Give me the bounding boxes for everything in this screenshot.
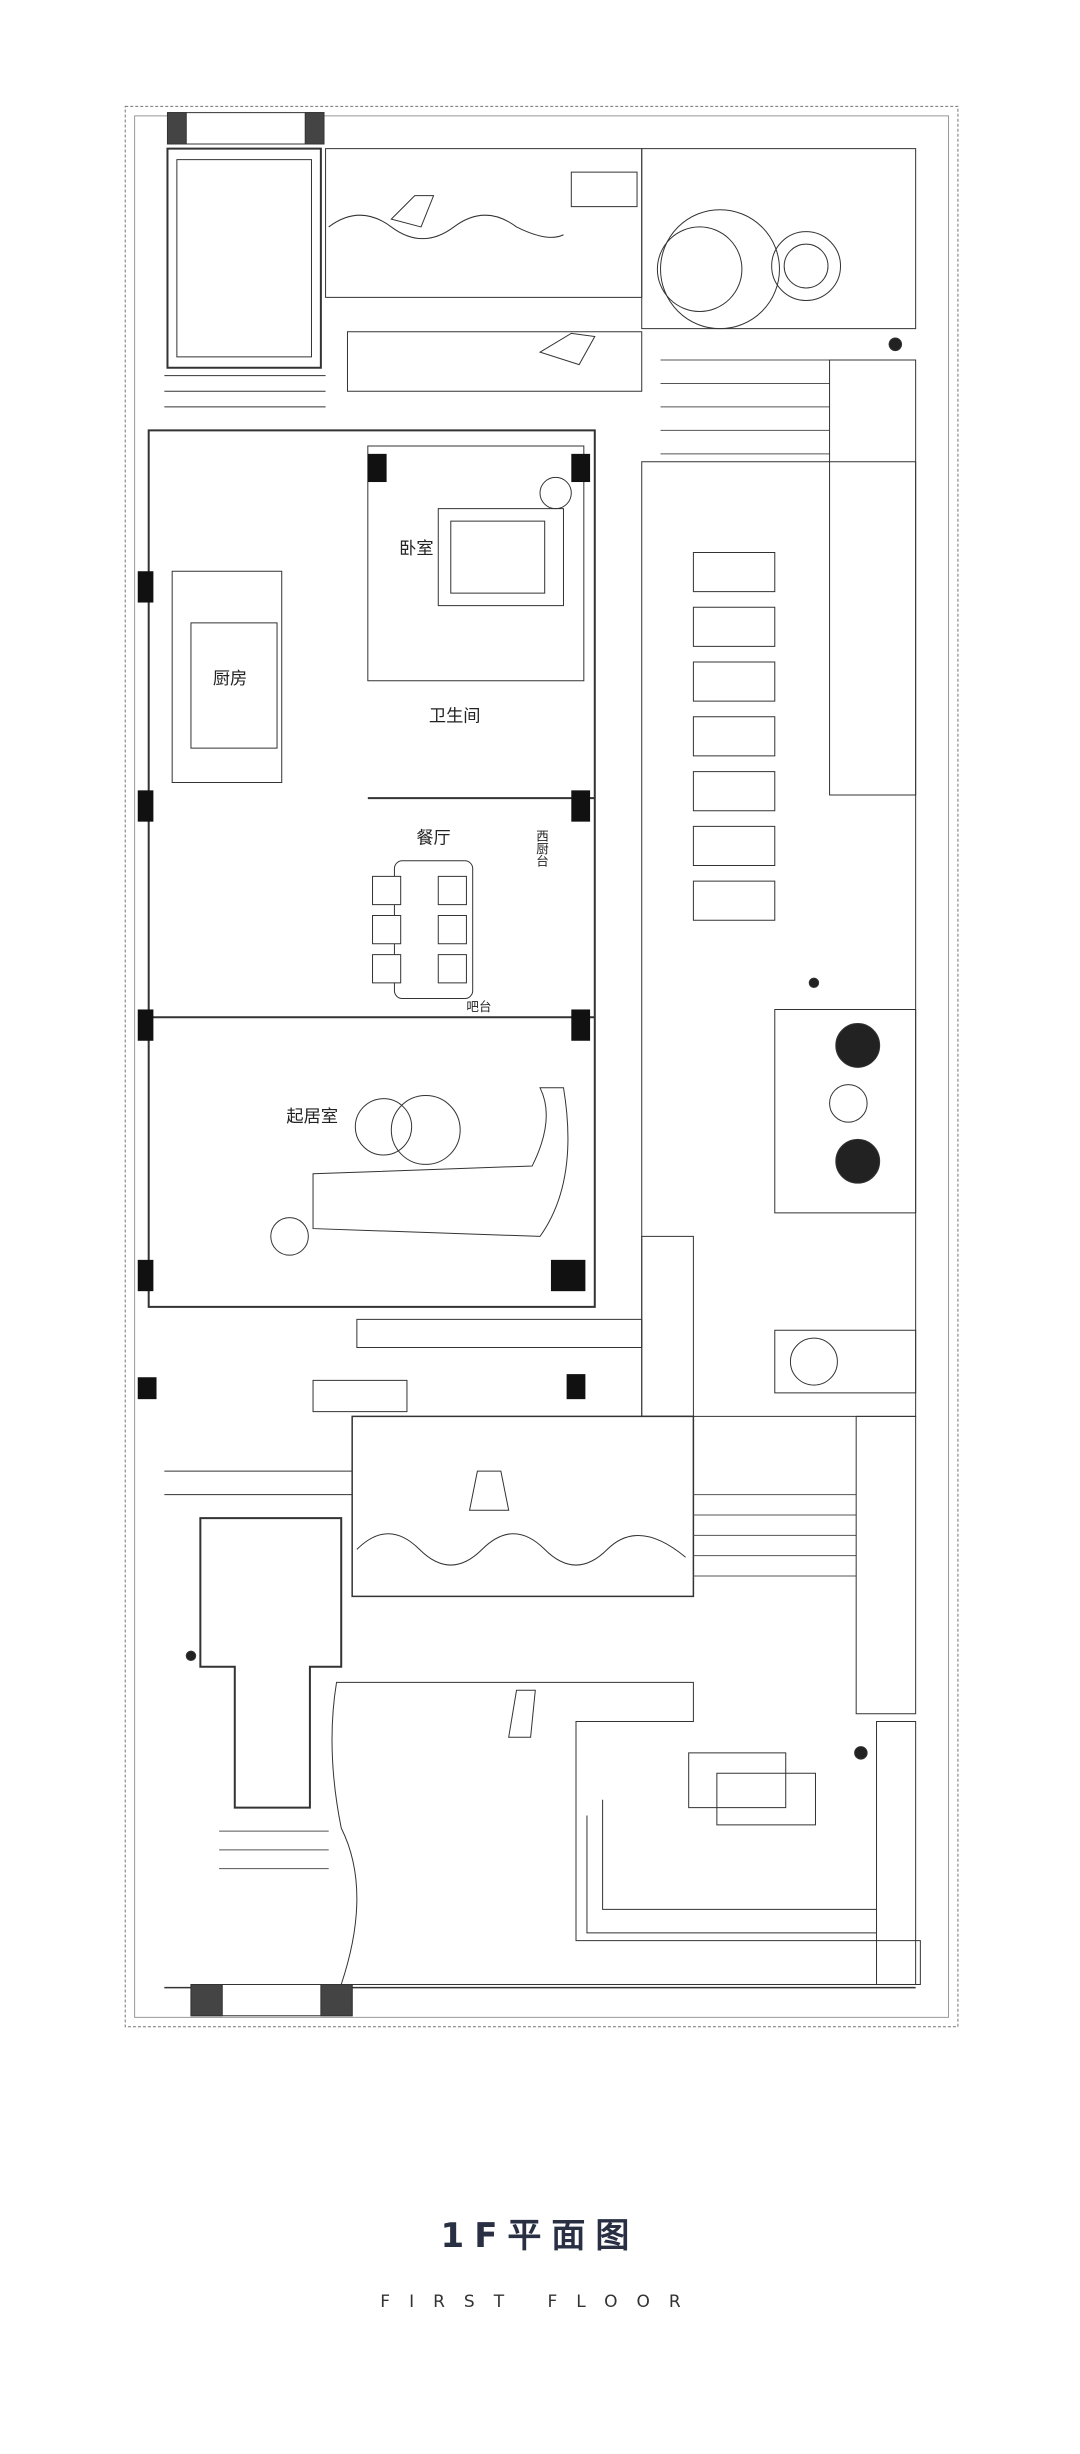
top-garden bbox=[326, 149, 642, 298]
lower-garden bbox=[352, 1416, 693, 1596]
page-subtitle: FIRST FLOOR bbox=[380, 2292, 700, 2312]
site-inner-boundary bbox=[135, 116, 949, 2018]
label-kitchen: 厨房 bbox=[213, 669, 247, 689]
label-bathroom: 卫生间 bbox=[429, 706, 481, 726]
label-bar: 吧台 bbox=[466, 999, 491, 1014]
house-outline bbox=[149, 430, 595, 1306]
label-living: 起居室 bbox=[286, 1107, 338, 1127]
label-bedroom: 卧室 bbox=[399, 539, 433, 559]
pool bbox=[167, 149, 320, 368]
site-boundary bbox=[125, 106, 958, 2026]
round-table bbox=[657, 227, 742, 312]
pool-lower bbox=[200, 1518, 341, 1808]
gate-top bbox=[167, 113, 324, 144]
label-western-kitchen: 西厨台 bbox=[534, 829, 549, 867]
page-title: 1F平面图 bbox=[440, 2216, 640, 2256]
label-dining: 餐厅 bbox=[416, 829, 450, 849]
parking bbox=[642, 462, 916, 1417]
